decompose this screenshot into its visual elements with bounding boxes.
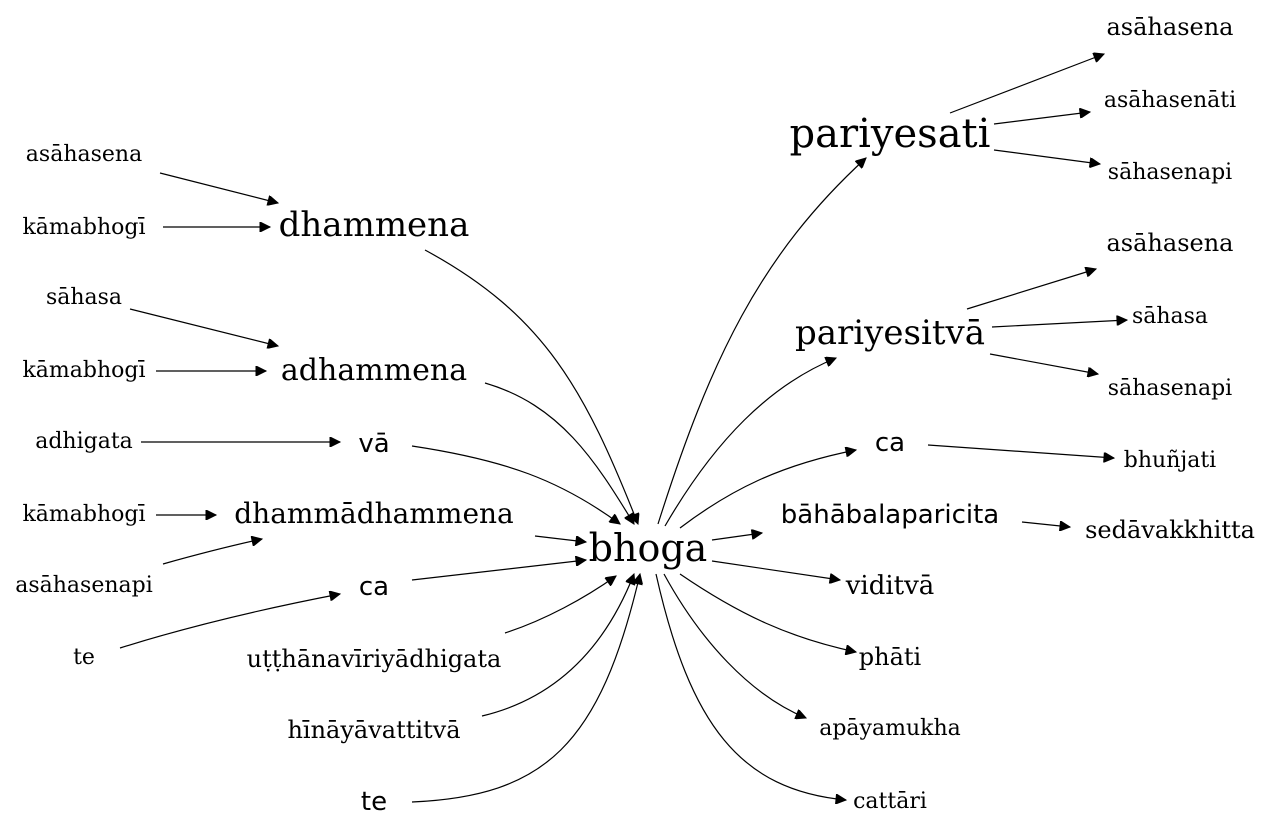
edge-te-bhoga [411, 574, 640, 803]
edge-utthana-bhoga [504, 576, 616, 634]
node-kamabhogi-3: kāmabhogī [22, 502, 145, 527]
edge-ca-bhoga [411, 560, 586, 581]
node-apayamukha: apāyamukha [819, 716, 961, 741]
edge-bhoga-bahabala [711, 533, 762, 541]
node-sahasa-r: sāhasa [1132, 304, 1208, 329]
node-asahasenapi-l: asāhasenapi [15, 573, 153, 598]
edge-bhoga-ca [679, 450, 856, 529]
node-va: vā [358, 429, 389, 459]
node-pariyesati: pariyesati [790, 111, 991, 157]
edge-adhammena-bhoga [484, 382, 634, 524]
node-adhammena: adhammena [281, 353, 467, 388]
edges [119, 54, 1127, 803]
node-te-left: te [73, 645, 95, 670]
node-kamabhogi-1: kāmabhogī [22, 215, 145, 240]
edge-asahasena-dhammena [159, 172, 278, 203]
edge-dhammena-bhoga [424, 249, 638, 524]
node-bahabala: bāhābalaparicita [781, 500, 999, 530]
node-te-bottom: te [361, 787, 387, 817]
edge-bhoga-pariyesati [657, 158, 866, 525]
node-sahasenapi-r2: sāhasenapi [1108, 376, 1232, 401]
node-phati: phāti [859, 643, 922, 671]
node-asahasenati: asāhasenāti [1104, 88, 1236, 113]
edge-pariyesati-asahasenati [993, 112, 1090, 125]
node-ca-left: ca [359, 572, 389, 602]
edge-pariyesitva-sahasa [991, 320, 1127, 328]
node-sedavakkhitta: sedāvakkhitta [1085, 516, 1255, 544]
edge-bahabala-sedavakkhitta [1021, 522, 1070, 527]
edge-dhammadhammena-bhoga [534, 535, 586, 542]
node-adhigata: adhigata [35, 429, 133, 454]
node-kamabhogi-2: kāmabhogī [22, 358, 145, 383]
node-dhammena: dhammena [279, 205, 470, 245]
edge-bhoga-pariyesitva [664, 358, 836, 527]
node-bhoga: bhoga [589, 526, 708, 570]
edge-pariyesati-asahasena [949, 54, 1104, 114]
edge-bhoga-cattari [655, 573, 846, 800]
edge-ca-bhunjati [927, 444, 1114, 458]
edge-pariyesitva-asahasena [966, 269, 1096, 310]
node-hinaya: hīnāyāvattitvā [287, 716, 460, 744]
edge-pariyesitva-sahasenapi [989, 353, 1098, 374]
node-utthana: uṭṭhānavīriyādhigata [247, 645, 502, 673]
node-ca-right: ca [875, 428, 905, 458]
edge-sahasa-adhammena [129, 308, 278, 346]
edge-asahasenapi-dhammadhammena [162, 539, 262, 565]
node-sahasenapi-r1: sāhasenapi [1108, 160, 1232, 185]
node-dhammadhammena: dhammādhammena [234, 497, 514, 530]
node-asahasena-r2: asāhasena [1107, 229, 1234, 257]
edge-pariyesati-sahasenapi [993, 149, 1100, 164]
node-pariyesitva: pariyesitvā [795, 313, 985, 353]
edge-bhoga-phati [679, 573, 856, 652]
node-cattari: cattāri [853, 789, 927, 814]
edge-va-bhoga [411, 445, 620, 524]
edge-bhoga-viditva [711, 560, 840, 580]
node-viditva: viditvā [845, 571, 935, 601]
node-asahasena-l1: asāhasena [26, 142, 142, 167]
node-sahasa-l: sāhasa [46, 285, 122, 310]
edge-hinaya-bhoga [481, 574, 634, 717]
nodes: bhoga dhammena adhammena vā dhammādhamme… [15, 13, 1255, 817]
node-asahasena-r1: asāhasena [1107, 13, 1234, 41]
node-bhunjati: bhuñjati [1124, 448, 1216, 473]
edge-te-ca [119, 594, 340, 649]
edge-bhoga-apayamukha [663, 573, 806, 718]
